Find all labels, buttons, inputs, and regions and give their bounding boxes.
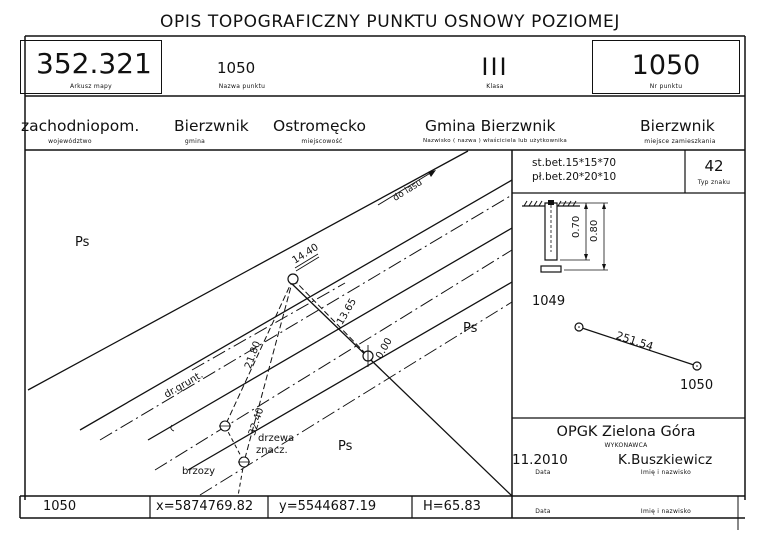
point-no-caption: Nr punktu <box>649 83 683 90</box>
contractor-caption: WYKONAWCA <box>604 442 648 449</box>
marker-type: 42 <box>704 157 724 175</box>
footer-point: 1050 <box>43 499 77 514</box>
marker-spec-1: st.bet.15*15*70 <box>532 157 617 169</box>
marker-spec-2: pł.bet.20*20*10 <box>532 171 617 183</box>
area-ps-1: Ps <box>75 235 90 250</box>
contractor-name-caption: Imię i nazwisko <box>640 469 692 476</box>
sheet-number: 352.321 <box>36 47 152 80</box>
contractor-date: 11.2010 <box>512 452 568 468</box>
class-value: III <box>481 53 509 81</box>
contractor-date-caption: Data <box>535 469 551 476</box>
point-name: 1050 <box>217 59 256 77</box>
commune-caption: gmina <box>184 138 206 145</box>
area-ps-2: Ps <box>463 321 478 336</box>
residence: Bierzwnik <box>640 117 715 135</box>
voivodeship-caption: województwo <box>48 138 92 145</box>
point-name-caption: Nazwa punktu <box>218 83 266 90</box>
contractor-company: OPGK Zielona Góra <box>556 424 696 440</box>
locality-caption: miejscowość <box>301 138 343 145</box>
birches-label: brzozy <box>182 466 215 477</box>
trees-label-1: drzewa <box>258 433 295 444</box>
footer-name-caption: Imię i nazwisko <box>640 508 692 515</box>
point-1049-label: 1049 <box>532 294 566 309</box>
area-ps-3: Ps <box>338 439 353 454</box>
voivodeship: zachodniopom. <box>21 117 140 135</box>
point-1050-label: 1050 <box>680 378 714 393</box>
point-no-box <box>592 40 740 94</box>
sheet-caption: Arkusz mapy <box>69 83 113 90</box>
residence-caption: miejsce zamieszkania <box>644 138 716 145</box>
sheet-box <box>20 40 162 94</box>
locality: Ostromęcko <box>273 117 366 135</box>
footer-y: y=5544687.19 <box>279 499 377 514</box>
footer-h: H=65.83 <box>423 499 481 514</box>
contractor-name: K.Buszkiewicz <box>618 452 713 468</box>
owner-caption: Nazwisko ( nazwa ) właściciela lub użytk… <box>422 138 568 144</box>
point-main-symbol <box>287 273 299 285</box>
footer-x: x=5874769.82 <box>156 499 254 514</box>
point-no: 1050 <box>631 50 701 81</box>
trees-label-2: znacz. <box>256 445 288 456</box>
class-caption: Klasa <box>486 83 504 90</box>
marker-type-caption: Typ znaku <box>697 179 731 186</box>
footer-date-caption: Data <box>535 508 551 515</box>
owner: Gmina Bierzwnik <box>425 117 556 135</box>
commune: Bierzwnik <box>174 117 249 135</box>
document-title: OPIS TOPOGRAFICZNY PUNKTU OSNOWY POZIOME… <box>160 12 621 32</box>
